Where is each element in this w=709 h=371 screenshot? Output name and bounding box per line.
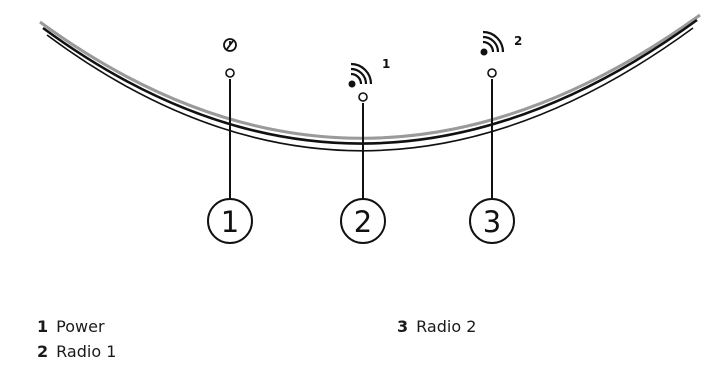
power-icon <box>224 39 236 51</box>
legend-item-radio1: 2 Radio 1 <box>37 342 116 362</box>
legend-label: Power <box>56 317 104 336</box>
radio2-superscript: 2 <box>514 34 522 48</box>
radio2-indicator: 2 3 <box>470 32 522 243</box>
legend-number: 1 <box>37 317 48 336</box>
radio2-led <box>488 69 496 77</box>
callout-2-label: 2 <box>354 205 372 239</box>
power-led <box>226 69 234 77</box>
legend-number: 3 <box>397 317 408 336</box>
legend-item-radio2: 3 Radio 2 <box>397 317 476 337</box>
legend-label: Radio 1 <box>56 342 116 361</box>
legend-number: 2 <box>37 342 48 361</box>
radio-signal-icon <box>481 32 504 56</box>
legend-item-power: 1 Power <box>37 317 105 337</box>
power-indicator: 1 <box>208 39 252 243</box>
callout-1-label: 1 <box>221 205 239 239</box>
radio1-led <box>359 93 367 101</box>
radio1-superscript: 1 <box>382 57 390 71</box>
legend-label: Radio 2 <box>416 317 476 336</box>
callout-3-label: 3 <box>483 205 501 239</box>
radio-signal-icon <box>349 64 372 88</box>
